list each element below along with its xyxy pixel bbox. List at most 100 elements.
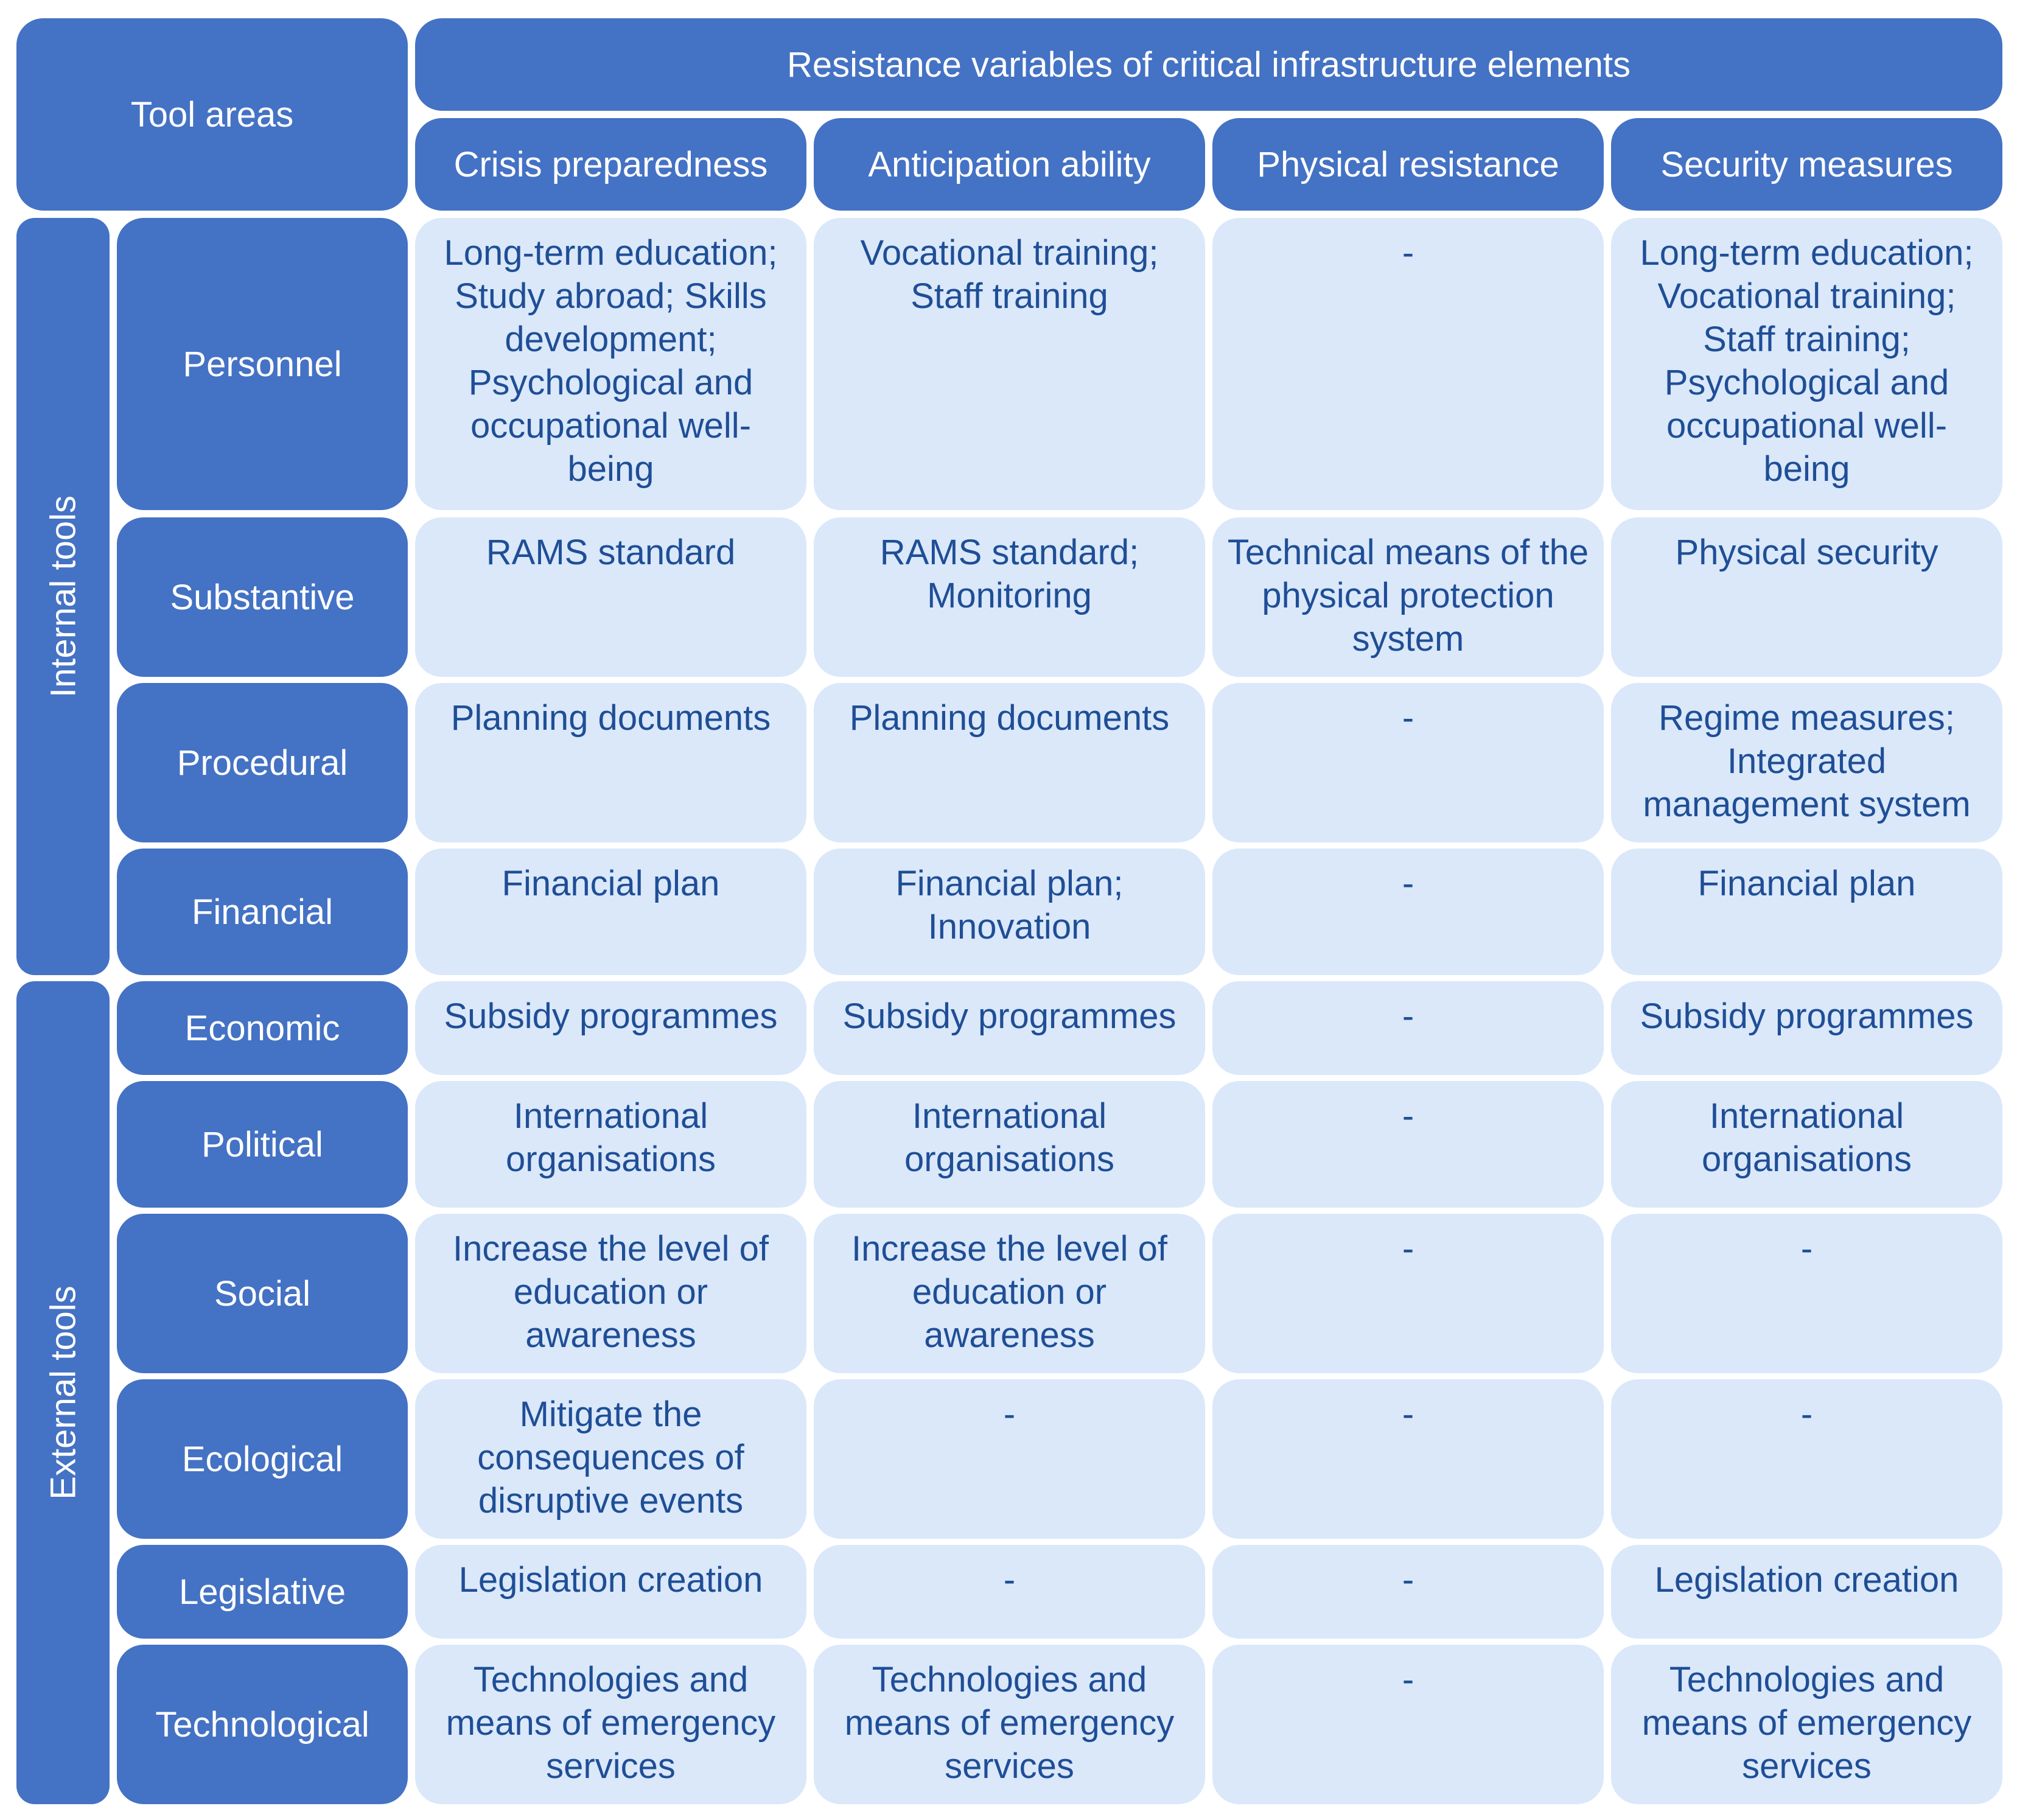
cell-text: -	[1402, 1395, 1414, 1434]
cell-ecological-3: -	[1212, 1379, 1604, 1539]
cell-text: Technologies and means of emergency serv…	[1641, 1660, 1972, 1786]
cell-personnel-4: Long-term education; Vocational training…	[1611, 218, 2002, 510]
cell-legislative-1: Legislation creation	[415, 1545, 806, 1639]
row-label-text: Economic	[184, 1008, 340, 1048]
row-label-text: Social	[214, 1273, 310, 1314]
row-label-text: Legislative	[178, 1572, 346, 1612]
cell-substantive-2: RAMS standard; Monitoring	[814, 517, 1205, 677]
cell-text: -	[1800, 1395, 1813, 1434]
cell-personnel-3: -	[1212, 218, 1604, 510]
corner-header-label: Tool areas	[130, 94, 294, 135]
cell-text: Legislation creation	[458, 1560, 763, 1600]
cell-procedural-4: Regime measures; Integrated management s…	[1611, 683, 2002, 842]
row-label-technological: Technological	[117, 1645, 408, 1804]
column-header-label: Security measures	[1660, 144, 1953, 184]
row-label-legislative: Legislative	[117, 1545, 408, 1639]
cell-economic-3: -	[1212, 981, 1604, 1075]
row-label-political: Political	[117, 1081, 408, 1208]
cell-text: -	[1402, 1229, 1414, 1269]
row-label-ecological: Ecological	[117, 1379, 408, 1539]
group-label: External tools	[43, 1286, 83, 1500]
row-label-economic: Economic	[117, 981, 408, 1075]
cell-legislative-3: -	[1212, 1545, 1604, 1639]
table-title-label: Resistance variables of critical infrast…	[786, 44, 1631, 85]
cell-economic-4: Subsidy programmes	[1611, 981, 2002, 1075]
cell-technological-1: Technologies and means of emergency serv…	[415, 1645, 806, 1804]
group-label: Internal tools	[43, 495, 83, 698]
cell-text: Financial plan	[502, 864, 720, 903]
cell-text: Technical means of the physical protecti…	[1227, 533, 1589, 659]
row-label-text: Ecological	[181, 1439, 343, 1479]
cell-ecological-2: -	[814, 1379, 1205, 1539]
row-label-financial: Financial	[117, 849, 408, 975]
cell-text: RAMS standard	[486, 533, 736, 572]
cell-text: Technologies and means of emergency serv…	[446, 1660, 776, 1786]
cell-text: -	[1402, 996, 1414, 1036]
cell-text: Long-term education; Study abroad; Skill…	[444, 233, 778, 489]
cell-text: -	[1003, 1560, 1016, 1600]
cell-social-3: -	[1212, 1214, 1604, 1373]
cell-text: Increase the level of education or aware…	[851, 1229, 1168, 1355]
cell-financial-3: -	[1212, 849, 1604, 975]
cell-text: Subsidy programmes	[444, 996, 778, 1036]
cell-ecological-4: -	[1611, 1379, 2002, 1539]
cell-text: -	[1800, 1229, 1813, 1269]
cell-text: Planning documents	[849, 698, 1170, 738]
cell-technological-3: -	[1212, 1645, 1604, 1804]
cell-social-1: Increase the level of education or aware…	[415, 1214, 806, 1373]
cell-legislative-4: Legislation creation	[1611, 1545, 2002, 1639]
row-label-procedural: Procedural	[117, 683, 408, 842]
cell-text: Legislation creation	[1654, 1560, 1959, 1600]
cell-text: Subsidy programmes	[842, 996, 1176, 1036]
cell-political-1: International organisations	[415, 1081, 806, 1208]
cell-financial-2: Financial plan; Innovation	[814, 849, 1205, 975]
cell-text: -	[1402, 1560, 1414, 1600]
cell-text: Vocational training; Staff training	[860, 233, 1159, 316]
cell-legislative-2: -	[814, 1545, 1205, 1639]
cell-text: -	[1402, 864, 1414, 903]
cell-political-4: International organisations	[1611, 1081, 2002, 1208]
cell-technological-2: Technologies and means of emergency serv…	[814, 1645, 1205, 1804]
cell-political-2: International organisations	[814, 1081, 1205, 1208]
cell-text: Financial plan	[1697, 864, 1916, 903]
cell-text: -	[1402, 1096, 1414, 1136]
cell-text: -	[1402, 233, 1414, 273]
cell-text: Physical security	[1675, 533, 1938, 572]
column-header-physical-resistance: Physical resistance	[1212, 118, 1604, 211]
cell-procedural-2: Planning documents	[814, 683, 1205, 842]
column-header-anticipation-ability: Anticipation ability	[814, 118, 1205, 211]
column-header-label: Crisis preparedness	[453, 144, 768, 184]
cell-text: RAMS standard; Monitoring	[879, 533, 1139, 615]
cell-personnel-1: Long-term education; Study abroad; Skill…	[415, 218, 806, 510]
table-title: Resistance variables of critical infrast…	[415, 18, 2002, 111]
cell-ecological-1: Mitigate the consequences of disruptive …	[415, 1379, 806, 1539]
cell-substantive-4: Physical security	[1611, 517, 2002, 677]
cell-text: Mitigate the consequences of disruptive …	[477, 1395, 744, 1521]
cell-text: -	[1402, 1660, 1414, 1699]
cell-procedural-3: -	[1212, 683, 1604, 842]
corner-header: Tool areas	[16, 18, 408, 211]
column-header-label: Anticipation ability	[868, 144, 1151, 184]
cell-text: Subsidy programmes	[1640, 996, 1974, 1036]
cell-substantive-1: RAMS standard	[415, 517, 806, 677]
group-external-tools: External tools	[16, 981, 110, 1804]
cell-substantive-3: Technical means of the physical protecti…	[1212, 517, 1604, 677]
row-label-personnel: Personnel	[117, 218, 408, 510]
cell-text: Financial plan; Innovation	[895, 864, 1124, 947]
cell-political-3: -	[1212, 1081, 1604, 1208]
cell-text: -	[1003, 1395, 1016, 1434]
cell-text: International organisations	[506, 1096, 716, 1179]
row-label-text: Procedural	[177, 743, 348, 783]
cell-economic-1: Subsidy programmes	[415, 981, 806, 1075]
cell-financial-1: Financial plan	[415, 849, 806, 975]
row-label-text: Technological	[155, 1704, 369, 1745]
cell-text: Increase the level of education or aware…	[452, 1229, 769, 1355]
cell-text: Regime measures; Integrated management s…	[1643, 698, 1971, 824]
cell-social-4: -	[1611, 1214, 2002, 1373]
cell-text: -	[1402, 698, 1414, 738]
column-header-label: Physical resistance	[1257, 144, 1559, 184]
cell-social-2: Increase the level of education or aware…	[814, 1214, 1205, 1373]
row-label-substantive: Substantive	[117, 517, 408, 677]
cell-financial-4: Financial plan	[1611, 849, 2002, 975]
